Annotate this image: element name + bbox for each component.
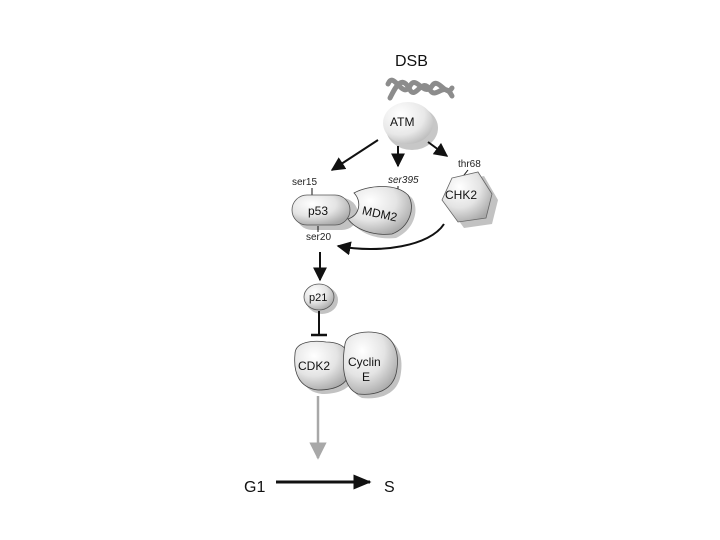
- p53-node: [291, 194, 351, 226]
- chk2-to-p53-arrow: [336, 223, 445, 256]
- ser15-site-label: ser15: [292, 177, 317, 188]
- ser395-site-label: ser395: [388, 175, 419, 186]
- p53-label: p53: [308, 204, 328, 218]
- cyclin-e-node: [342, 331, 398, 395]
- atm-to-chk2-arrow: [427, 141, 449, 157]
- s-phase-label: S: [384, 479, 395, 496]
- mdm2-node: [347, 186, 412, 235]
- cyclin-e-label-line2: E: [362, 370, 370, 384]
- atm-node: [383, 102, 433, 144]
- ser20-site-label: ser20: [306, 232, 331, 243]
- chk2-node: [441, 171, 493, 223]
- cdk2-label: CDK2: [298, 359, 330, 373]
- atm-to-p53-arrow: [330, 139, 379, 171]
- dna-double-strand-icon: [385, 77, 455, 101]
- chk2-label: CHK2: [445, 188, 477, 202]
- p21-label: p21: [309, 292, 327, 304]
- g1-phase-label: G1: [244, 479, 265, 496]
- atm-label: ATM: [390, 115, 414, 129]
- thr68-site-label: thr68: [458, 159, 481, 170]
- cyclin-e-label-line1: Cyclin: [348, 355, 381, 369]
- p21-node: [303, 283, 335, 311]
- dsb-label: DSB: [395, 53, 428, 70]
